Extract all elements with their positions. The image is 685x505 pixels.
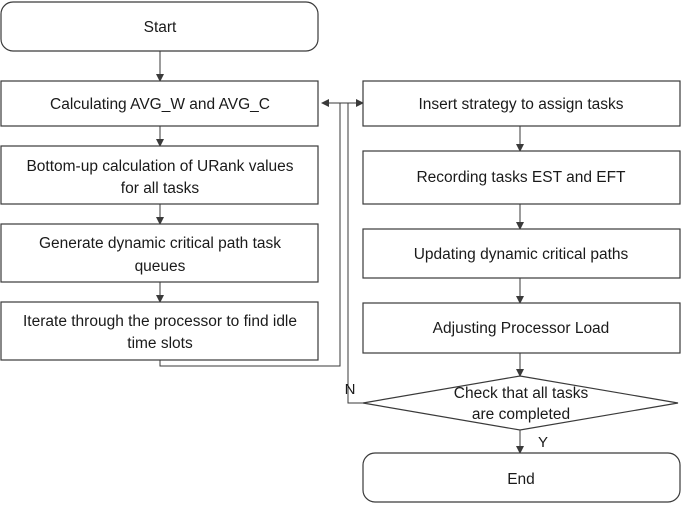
node-record: Recording tasks EST and EFT (362, 150, 681, 205)
node-update: Updating dynamic critical paths (362, 228, 681, 279)
node-urank-shape (0, 145, 319, 205)
node-start-shape (0, 1, 319, 52)
node-queues-label-line2: queues (135, 258, 186, 275)
node-record-label: Recording tasks EST and EFT (416, 169, 626, 186)
node-avg: Calculating AVG_W and AVG_C (0, 80, 319, 127)
node-end-shape (362, 452, 681, 503)
node-check-label-line1: Check that all tasks (454, 385, 589, 402)
node-queues-shape (0, 223, 319, 283)
node-start-label: Start (144, 19, 177, 36)
node-adjust-shape (362, 302, 681, 354)
node-insert: Insert strategy to assign tasks (362, 80, 681, 127)
node-end-label: End (507, 471, 535, 488)
node-queues: Generate dynamic critical path task queu… (0, 223, 319, 283)
node-start: Start (0, 1, 319, 52)
node-iterate: Iterate through the processor to find id… (0, 301, 319, 361)
node-queues-label-line1: Generate dynamic critical path task (39, 235, 281, 252)
node-record-shape (362, 150, 681, 205)
node-iterate-label-line1: Iterate through the processor to find id… (23, 313, 297, 330)
node-adjust-label: Adjusting Processor Load (433, 320, 610, 337)
node-end: End (362, 452, 681, 503)
node-check-diamond (362, 375, 679, 431)
edge-label-yes: Y (538, 434, 548, 451)
node-insert-shape (362, 80, 681, 127)
edges (156, 51, 524, 454)
node-adjust: Adjusting Processor Load (362, 302, 681, 354)
node-update-label: Updating dynamic critical paths (414, 246, 629, 263)
node-urank-label-line1: Bottom-up calculation of URank values (26, 158, 293, 175)
node-update-shape (362, 228, 681, 279)
node-iterate-shape (0, 301, 319, 361)
node-avg-shape (0, 80, 319, 127)
node-check-label-line2: are completed (472, 406, 570, 423)
node-avg-label: Calculating AVG_W and AVG_C (50, 96, 270, 113)
node-check: Check that all tasks are completed (362, 375, 679, 431)
edge-label-no: N (345, 381, 356, 398)
node-urank-label-line2: for all tasks (121, 180, 200, 197)
node-insert-label: Insert strategy to assign tasks (418, 96, 623, 113)
node-urank: Bottom-up calculation of URank values fo… (0, 145, 319, 205)
edge-check-no-loop (321, 99, 363, 404)
node-iterate-label-line2: time slots (127, 335, 193, 352)
